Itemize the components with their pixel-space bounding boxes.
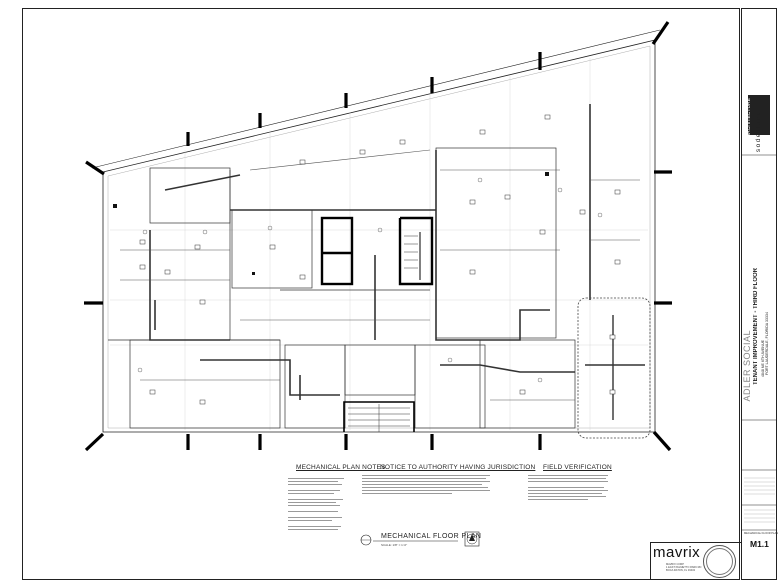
architect-label: ARCHITECTURE xyxy=(746,98,752,138)
ductwork-thin xyxy=(120,149,640,401)
core-walls xyxy=(320,216,434,286)
project-address-2: FORT LAUDERDALE, FLORIDA 33334 xyxy=(765,312,769,375)
title-block xyxy=(741,8,777,580)
north-arrow xyxy=(464,531,480,547)
drawing-frame xyxy=(22,8,740,580)
engineer-seal-inner xyxy=(706,548,733,575)
diffusers xyxy=(139,114,621,405)
engineer-block xyxy=(650,542,741,580)
stair-treads xyxy=(404,235,418,269)
structural-ticks xyxy=(84,21,672,452)
sheet-number: M1.1 xyxy=(750,539,769,549)
notice-authority-title: NOTICE TO AUTHORITY HAVING JURISDICTION xyxy=(380,464,536,471)
engineer-line1: MAVRIX CORP xyxy=(666,563,684,566)
field-verification-title: FIELD VERIFICATION xyxy=(543,464,612,471)
lower-stair xyxy=(343,401,415,432)
plan-title: MECHANICAL FLOOR PLAN xyxy=(381,533,482,540)
equipment-markers xyxy=(113,172,549,275)
tag-bubbles xyxy=(137,177,603,383)
equipment-zone xyxy=(577,297,651,439)
plan-scale: SCALE: 1/8" = 1'-0" xyxy=(381,543,408,547)
ductwork xyxy=(149,104,591,400)
architect-name: soderlund xyxy=(755,110,762,153)
mechanical-plan-notes-title: MECHANICAL PLAN NOTES xyxy=(296,464,386,471)
sheet-title: MECHANICAL FLOOR PLAN xyxy=(744,532,779,535)
engineer-logo: mavrix xyxy=(653,544,701,561)
engineer-line2: 1 EAST PALMETTO PARK RD xyxy=(666,566,702,569)
project-name: ADLER SOCIAL xyxy=(742,330,752,402)
project-subtitle: TENANT IMPROVEMENT - THIRD FLOOR xyxy=(753,268,759,385)
engineer-line3: BOCA RATON, FL 33432 xyxy=(666,569,696,572)
engineer-seal xyxy=(703,545,736,578)
